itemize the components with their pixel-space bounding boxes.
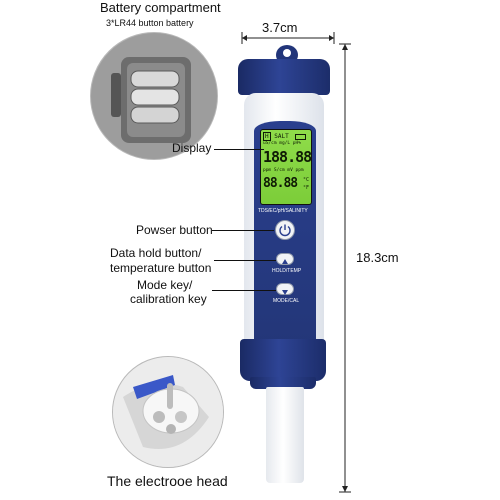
electrode-sleeve — [266, 387, 304, 483]
data-hold-callout-line1: Data hold button/ — [110, 246, 202, 260]
lcd-main-reading: 188.88 — [263, 148, 312, 166]
power-button-callout: Powser button — [136, 223, 213, 237]
mode-cal-label: MODE/CAL — [273, 298, 300, 304]
triangle-down-icon — [282, 290, 288, 295]
water-quality-tester-pen: H SALT uS/cm mg/L pH% 188.88 ppm S/cm mV… — [238, 43, 338, 493]
lcd-units-mid: ppm S/cm mV ppm — [263, 168, 304, 173]
lcd-display: H SALT uS/cm mg/L pH% 188.88 ppm S/cm mV… — [260, 129, 312, 205]
battery-indicator-icon — [295, 133, 307, 140]
battery-compartment-title: Battery compartment — [100, 0, 221, 15]
mode-strip-label: TDS/EC/pH/SALINITY — [258, 208, 308, 214]
hold-temp-label: HOLD/TEMP — [272, 268, 302, 274]
electrode-head-caption: The electrooe head — [107, 473, 228, 489]
height-dimension-line — [339, 43, 351, 493]
data-hold-callout-line2: temperature button — [110, 261, 212, 275]
hold-temp-button[interactable] — [276, 253, 294, 265]
width-dimension-line — [241, 32, 335, 44]
mode-key-callout-line — [212, 290, 276, 291]
electrode-head-illustration — [113, 357, 223, 467]
battery-compartment-image — [90, 32, 218, 160]
power-button-callout-line — [212, 230, 274, 231]
triangle-up-icon — [282, 259, 288, 264]
lcd-temp-unit-f: °F — [303, 185, 310, 191]
battery-compartment-subtitle: 3*LR44 button battery — [106, 18, 194, 28]
mode-key-callout-line1: Mode key/ — [137, 278, 193, 292]
top-cap — [238, 59, 330, 95]
electrode-head-image — [112, 356, 224, 468]
width-dimension-label: 3.7cm — [262, 20, 298, 35]
lcd-mode-box: H — [263, 132, 271, 141]
power-icon — [279, 224, 291, 237]
mode-cal-button[interactable] — [276, 283, 294, 295]
data-hold-callout-line — [214, 260, 276, 261]
lcd-mode-text: SALT — [274, 133, 289, 140]
battery-compartment-illustration — [91, 33, 217, 159]
lcd-temp-unit-c: °C — [303, 177, 310, 183]
display-callout-line — [214, 149, 264, 150]
power-button[interactable] — [275, 220, 295, 240]
mode-key-callout-line2: calibration key — [130, 292, 207, 306]
lcd-temp-reading: 88.88 — [263, 176, 298, 191]
lcd-units-top: uS/cm mg/L pH% — [263, 141, 301, 146]
display-callout: Display — [172, 141, 212, 155]
lower-collar — [240, 339, 326, 381]
height-dimension-label: 18.3cm — [356, 250, 399, 265]
collar-ring — [250, 377, 316, 389]
